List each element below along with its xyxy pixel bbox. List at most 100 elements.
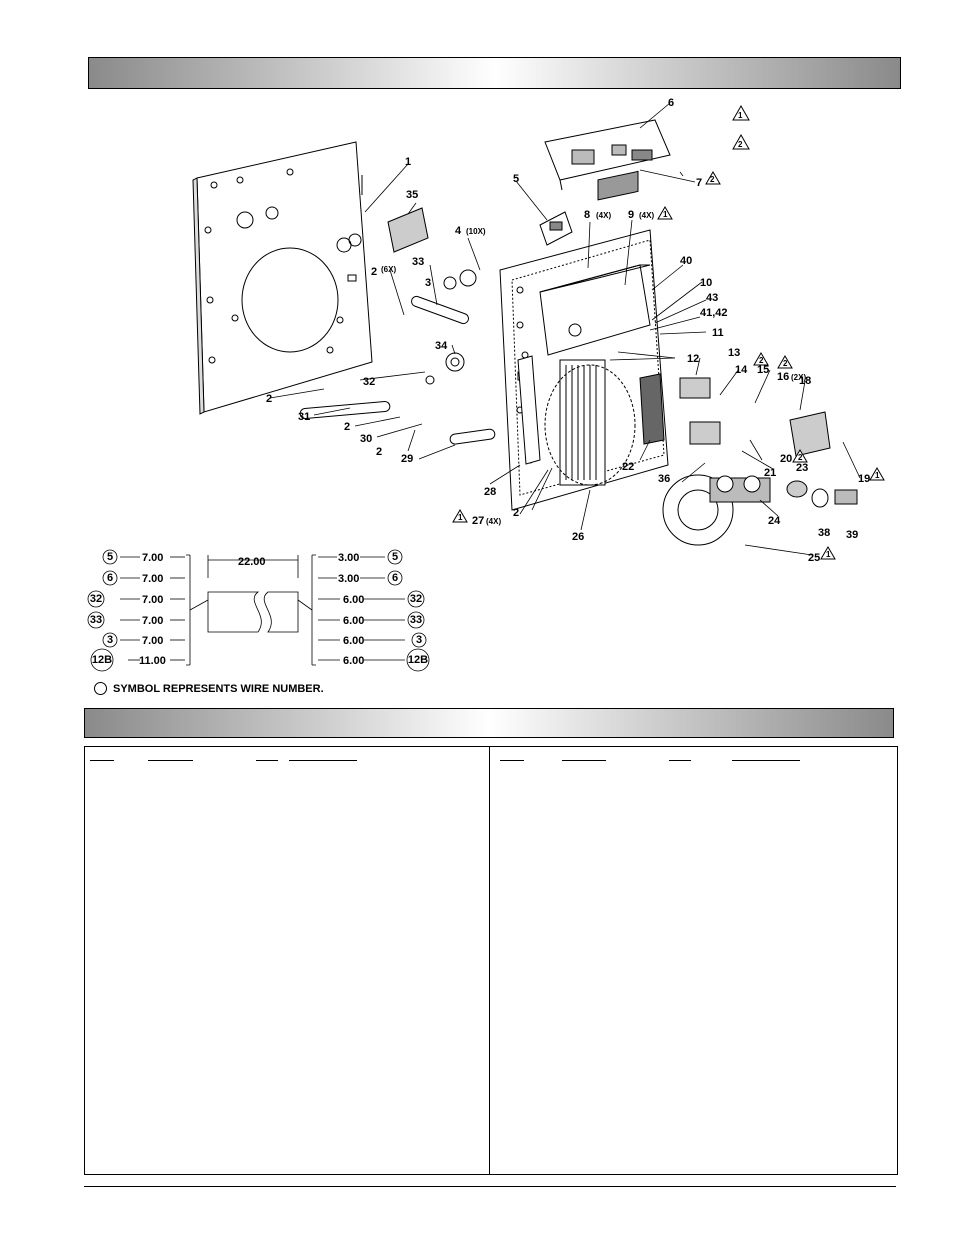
callout-30: 30 xyxy=(360,433,372,445)
section-header-bar xyxy=(88,57,901,89)
part-23-drawing xyxy=(786,480,808,498)
wire-number: 5 xyxy=(392,551,398,563)
note-marker-27: 1 xyxy=(458,513,463,522)
callout-2-qty: (6X) xyxy=(381,265,396,274)
harness-right-length: 3.00 xyxy=(338,552,359,564)
harness-left-length: 7.00 xyxy=(142,615,163,627)
callout-43: 43 xyxy=(706,292,718,304)
harness-left-length: 7.00 xyxy=(142,594,163,606)
note-triangle-2 xyxy=(732,133,750,150)
part-39-drawing xyxy=(834,489,858,505)
wire-number: 33 xyxy=(410,614,422,626)
column-header-rule xyxy=(289,752,357,761)
footer-rule xyxy=(84,1186,896,1187)
column-header-rule xyxy=(90,752,114,761)
wire-number: 5 xyxy=(107,551,113,563)
control-board-drawing xyxy=(544,119,671,191)
gas-valve-drawing xyxy=(662,474,771,546)
note-triangle-1 xyxy=(732,104,750,121)
callout-9: 9 xyxy=(628,209,634,221)
wire-number: 32 xyxy=(90,593,102,605)
callout-5: 5 xyxy=(513,173,519,185)
callout-23: 23 xyxy=(796,462,808,474)
harness-right-length: 6.00 xyxy=(343,635,364,647)
wire-harness-drawing xyxy=(87,549,430,672)
note-legend-2: 2 xyxy=(738,140,743,149)
callout-8-qty: (4X) xyxy=(596,211,611,220)
callout-38: 38 xyxy=(818,527,830,539)
callout-13: 13 xyxy=(728,347,740,359)
terminal-block-21-drawing xyxy=(689,421,721,445)
harness-left-length: 7.00 xyxy=(142,635,163,647)
callout-16-qty: (2X) xyxy=(791,373,806,382)
callout-7: 7 xyxy=(696,177,702,189)
callout-28: 28 xyxy=(484,486,496,498)
callout-2d: 2 xyxy=(376,446,382,458)
callout-20: 20 xyxy=(780,453,792,465)
callout-34: 34 xyxy=(435,340,448,352)
callout-14: 14 xyxy=(735,364,748,376)
callout-2b: 2 xyxy=(266,393,272,405)
callout-40: 40 xyxy=(680,255,692,267)
callout-1: 1 xyxy=(405,156,411,168)
column-header-rule xyxy=(256,752,278,761)
part-38-drawing xyxy=(811,488,829,508)
column-header-rule xyxy=(148,752,193,761)
wire-number: 3 xyxy=(416,634,422,646)
wire-symbol-legend: SYMBOL REPRESENTS WIRE NUMBER. xyxy=(94,682,324,695)
parts-list-table xyxy=(84,746,898,1175)
callout-19: 19 xyxy=(858,473,870,485)
wire-number: 33 xyxy=(90,614,102,626)
callout-8: 8 xyxy=(584,209,590,221)
callout-9-qty: (4X) xyxy=(639,211,654,220)
part-18-drawing xyxy=(789,411,831,457)
callout-41-42: 41,42 xyxy=(700,307,728,319)
callout-6: 6 xyxy=(668,97,674,109)
callout-21: 21 xyxy=(764,467,776,479)
legend-text: SYMBOL REPRESENTS WIRE NUMBER. xyxy=(113,682,324,695)
callout-4-qty: (10X) xyxy=(466,227,486,236)
callout-36: 36 xyxy=(658,473,670,485)
note-marker-9: 1 xyxy=(663,210,668,219)
callout-35: 35 xyxy=(406,189,418,201)
wire-number: 12B xyxy=(92,654,112,666)
harness-right-length: 3.00 xyxy=(338,573,359,585)
note-legend-1: 1 xyxy=(738,111,743,120)
callout-15: 15 xyxy=(757,364,769,376)
callout-12: 12 xyxy=(687,353,699,365)
callout-3: 3 xyxy=(425,277,431,289)
callout-29: 29 xyxy=(401,453,413,465)
bracket-28-drawing xyxy=(517,355,541,465)
control-box-drawing xyxy=(539,170,651,356)
note-marker-15: 2 xyxy=(759,356,764,365)
callout-16: 16 xyxy=(777,371,789,383)
part-35-drawing xyxy=(387,207,429,253)
harness-right-length: 6.00 xyxy=(343,594,364,606)
callout-22: 22 xyxy=(622,461,634,473)
callout-2: 2 xyxy=(371,266,377,278)
pipes-drawing xyxy=(299,269,496,445)
table-column-divider xyxy=(489,746,490,1175)
circle-symbol-icon xyxy=(94,682,107,695)
callout-4: 4 xyxy=(455,225,462,237)
column-header-rule xyxy=(500,752,524,761)
wire-number: 6 xyxy=(392,572,398,584)
parts-list-header-bar xyxy=(84,708,894,738)
callout-33: 33 xyxy=(412,256,424,268)
exploded-parts-diagram: 1 35 4 (10X) 5 6 7 2 8 (4X) 9 (4X) 1 40 … xyxy=(87,97,885,672)
note-marker-16: 2 xyxy=(783,359,788,368)
column-header-rule xyxy=(562,752,606,761)
harness-right-length: 6.00 xyxy=(343,655,364,667)
heat-exchanger-drawing xyxy=(544,359,636,486)
callout-31: 31 xyxy=(298,411,310,423)
column-header-rule xyxy=(669,752,691,761)
note-marker-20: 2 xyxy=(798,453,803,462)
callout-2c: 2 xyxy=(344,421,350,433)
part-22-drawing xyxy=(639,373,665,445)
callout-27-qty: (4X) xyxy=(486,517,501,526)
wire-number: 12B xyxy=(408,654,428,666)
callout-39: 39 xyxy=(846,529,858,541)
callout-25: 25 xyxy=(808,552,820,564)
note-marker-25: 1 xyxy=(826,550,831,559)
wire-number: 6 xyxy=(107,572,113,584)
